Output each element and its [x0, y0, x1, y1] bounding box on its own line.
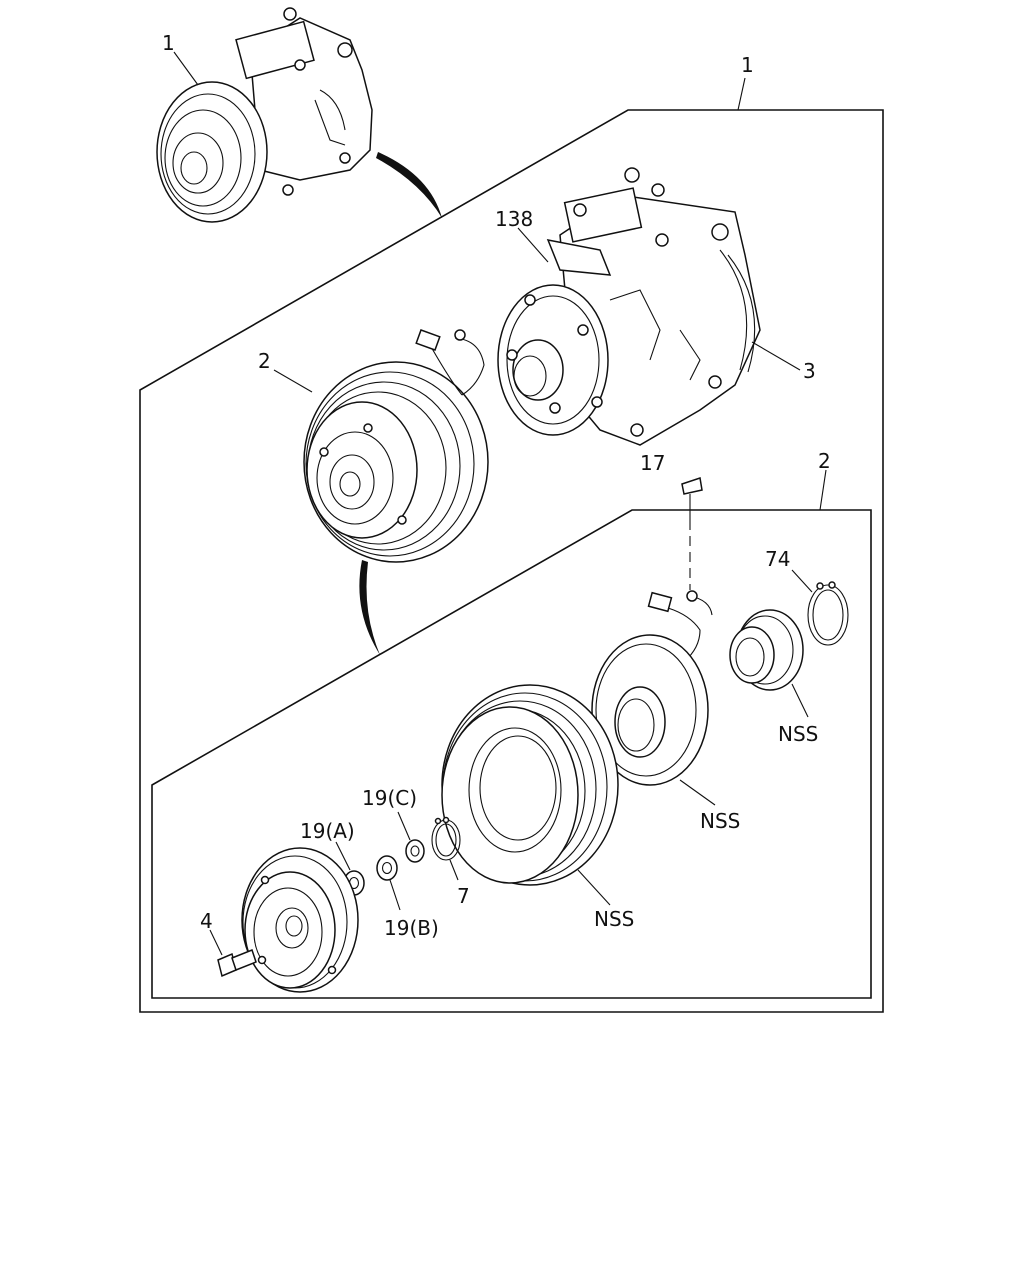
label-compressor-3: 3	[803, 359, 816, 383]
leader-lines	[173, 51, 827, 956]
compressor-top-icon	[156, 7, 373, 223]
label-clutch-2-box: 2	[818, 449, 831, 473]
label-bracket-138: 138	[495, 207, 533, 231]
screw-17-icon	[681, 477, 703, 590]
snap-ring-7-icon	[431, 816, 461, 861]
label-nss-bearing: NSS	[778, 722, 818, 746]
leader-arc-top	[376, 152, 442, 218]
label-bolt-4: 4	[200, 909, 213, 933]
compressor-main-icon	[497, 167, 761, 446]
label-shim-19b: 19(B)	[384, 916, 439, 940]
label-nss-pulley: NSS	[594, 907, 634, 931]
snap-ring-74-icon	[807, 581, 849, 646]
field-coil-icon	[591, 590, 713, 786]
label-screw-17: 17	[640, 451, 665, 475]
shim-19b-icon	[376, 855, 398, 881]
shim-19c-icon	[405, 839, 425, 863]
label-shim-19c: 19(C)	[362, 786, 417, 810]
pulley-icon	[441, 684, 619, 886]
leader-arc-clutch	[359, 560, 380, 655]
label-assembly-1-box: 1	[741, 53, 754, 77]
label-coil-2-upper: 2	[258, 349, 271, 373]
bolt-4-icon	[217, 949, 257, 978]
label-nss-coil: NSS	[700, 809, 740, 833]
label-assembly-1-top: 1	[162, 31, 175, 55]
assembly-1-frame	[139, 109, 884, 1013]
label-shim-19a: 19(A)	[300, 819, 355, 843]
clutch-hub-icon	[241, 847, 359, 993]
label-snap-ring-7: 7	[457, 884, 470, 908]
clutch-2-frame	[151, 509, 872, 999]
bearing-icon	[729, 609, 804, 691]
clutch-pulley-upper-icon	[303, 329, 489, 563]
label-snap-ring-74: 74	[765, 547, 790, 571]
